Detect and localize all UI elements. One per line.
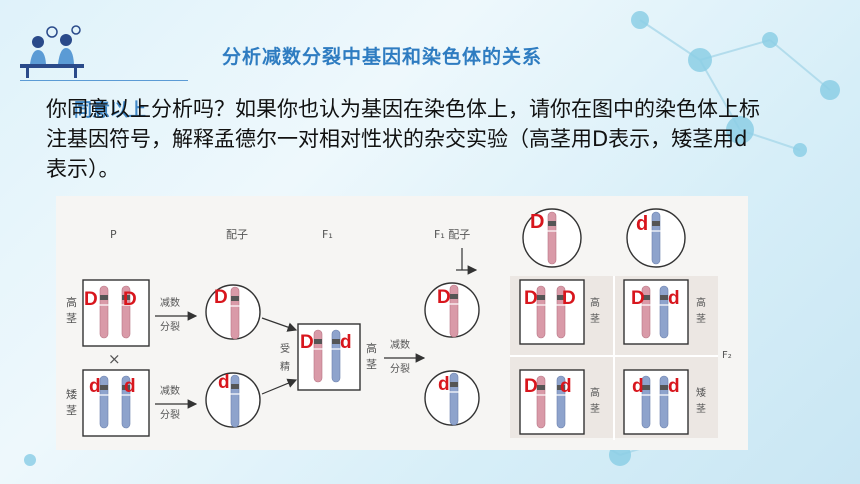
gene-f1-1: D (300, 332, 314, 353)
meiosis-top-1: 减数 (160, 296, 180, 309)
meiosis-bottom-1: 减数 (160, 384, 180, 397)
f1-tall-2: 茎 (366, 358, 377, 371)
gene-gamete-short: d (218, 372, 230, 393)
fertilize-1: 受 (280, 343, 290, 355)
label-tall-1: 高 (66, 295, 77, 309)
gene-p-tall-2: D (123, 289, 137, 310)
gene-top-gamete-2: d (636, 213, 648, 235)
gene-p-short-1: d (89, 376, 101, 397)
slide-title: 分析减数分裂中基因和染色体的关系 (222, 46, 543, 68)
gene-f2-bl-1: D (524, 376, 538, 397)
label-short-2: 茎 (66, 404, 77, 417)
gene-f1-gamete-2: d (438, 374, 450, 395)
fertilize-2: 精 (280, 360, 290, 373)
f2-br-box (623, 369, 689, 435)
meiosis-top-2: 分裂 (160, 320, 180, 333)
f2-bl-label-1: 高 (590, 386, 600, 399)
f1-box (297, 323, 361, 391)
f2-tr-label-2: 茎 (696, 313, 706, 325)
f1-meiosis-2: 分裂 (390, 362, 410, 375)
f2-bl-label-2: 茎 (590, 403, 600, 415)
p-tall-box (82, 279, 150, 347)
gene-gamete-tall: D (214, 287, 228, 308)
question-text: 你同意以上分析吗？如果你也认为基因在染色体上，请你在图中的染色体上标注基因符号，… (46, 97, 760, 181)
meiosis-bottom-2: 分裂 (160, 408, 180, 421)
gene-p-tall-1: D (84, 289, 98, 310)
gene-f2-tl-2: D (562, 288, 576, 309)
label-short-1: 矮 (66, 387, 77, 401)
gene-f1-2: d (340, 332, 352, 353)
f1-tall-1: 高 (366, 341, 377, 355)
f2-tl-label-1: 高 (590, 296, 600, 309)
gene-p-short-2: d (124, 376, 136, 397)
gene-f2-tr-1: D (631, 288, 645, 309)
header-f1-gamete: F₁ 配子 (434, 228, 470, 241)
f2-bl-box (519, 369, 585, 435)
gene-f2-br-2: d (668, 376, 680, 397)
f2-tl-box (519, 279, 585, 345)
cross-symbol: × (108, 350, 121, 368)
gene-f2-bl-2: d (560, 376, 572, 397)
gene-f2-tr-2: d (668, 288, 680, 309)
classroom-logo-icon (20, 25, 84, 78)
f1-meiosis-1: 减数 (390, 338, 410, 351)
label-tall-2: 茎 (66, 312, 77, 325)
header-p: P (110, 228, 117, 241)
p-short-box (82, 369, 150, 437)
ghost-overlay-text: 同意以上 (74, 100, 146, 121)
title-underline (20, 80, 188, 81)
f2-tr-box (623, 279, 689, 345)
f2-br-label-2: 茎 (696, 403, 706, 415)
gene-f2-br-1: d (632, 376, 644, 397)
gene-f1-gamete-1: D (437, 287, 451, 308)
f2-br-label-1: 矮 (696, 387, 706, 399)
gene-top-gamete-1: D (530, 211, 544, 233)
gene-f2-tl-1: D (524, 288, 538, 309)
header-f2: F₂ (722, 350, 732, 361)
header-f1: F₁ (322, 228, 333, 241)
f2-tl-label-2: 茎 (590, 313, 600, 325)
f2-tr-label-1: 高 (696, 296, 706, 309)
header-gamete: 配子 (226, 228, 248, 241)
